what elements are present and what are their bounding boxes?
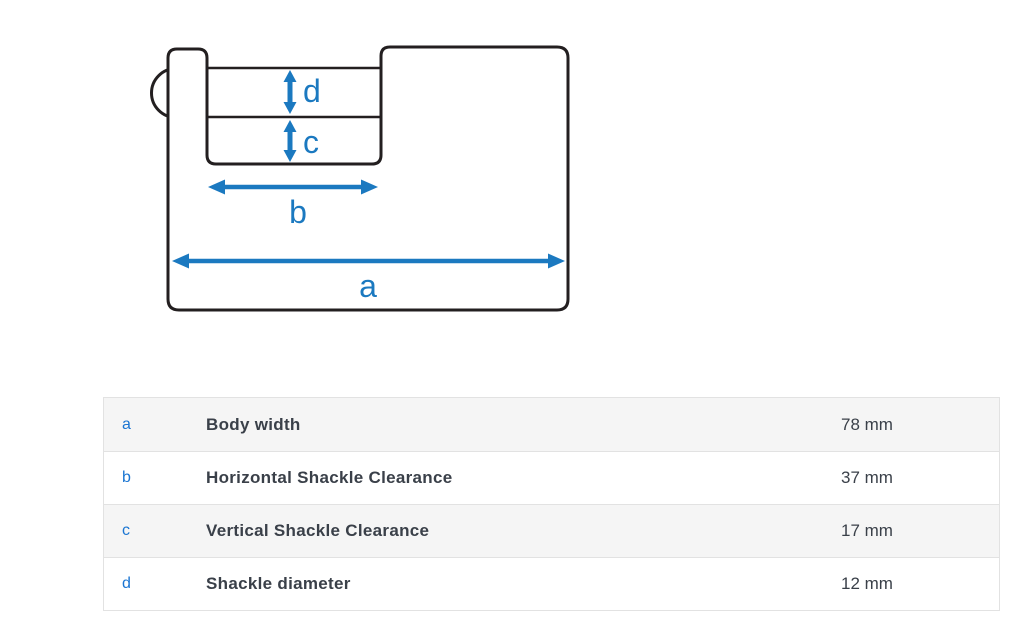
dimension-label-a: a bbox=[359, 268, 377, 304]
dimension-arrow-c bbox=[283, 120, 297, 162]
dimension-arrow-a bbox=[172, 253, 565, 269]
dimension-label-d: d bbox=[303, 73, 321, 109]
row-label: Horizontal Shackle Clearance bbox=[206, 468, 453, 487]
row-label: Vertical Shackle Clearance bbox=[206, 521, 430, 540]
row-value: 37 mm bbox=[841, 468, 893, 487]
row-label: Body width bbox=[206, 414, 301, 434]
dimension-labels: d c b a bbox=[289, 73, 377, 304]
row-letter: d bbox=[122, 575, 131, 592]
lock-body-outline bbox=[166, 45, 570, 312]
row-label: Shackle diameter bbox=[206, 574, 351, 593]
table-row-b: b Horizontal Shackle Clearance 37 mm bbox=[104, 451, 999, 504]
dimension-arrow-b bbox=[208, 179, 378, 195]
row-value: 78 mm bbox=[841, 414, 893, 434]
padlock-body bbox=[150, 45, 570, 312]
dimension-arrow-d bbox=[283, 70, 297, 114]
dimension-arrows bbox=[172, 70, 565, 269]
row-value: 12 mm bbox=[841, 574, 893, 593]
row-letter: a bbox=[122, 415, 131, 433]
dimensions-table: a Body width 78 mm b Horizontal Shackle … bbox=[103, 397, 1000, 611]
table-row-a: a Body width 78 mm bbox=[104, 398, 999, 451]
dimension-label-c: c bbox=[303, 124, 319, 160]
table-row-d: d Shackle diameter 12 mm bbox=[104, 557, 999, 610]
row-letter: c bbox=[122, 522, 130, 539]
row-value: 17 mm bbox=[841, 521, 893, 540]
row-letter: b bbox=[122, 469, 131, 486]
table-row-c: c Vertical Shackle Clearance 17 mm bbox=[104, 504, 999, 557]
dimension-label-b: b bbox=[289, 194, 307, 230]
